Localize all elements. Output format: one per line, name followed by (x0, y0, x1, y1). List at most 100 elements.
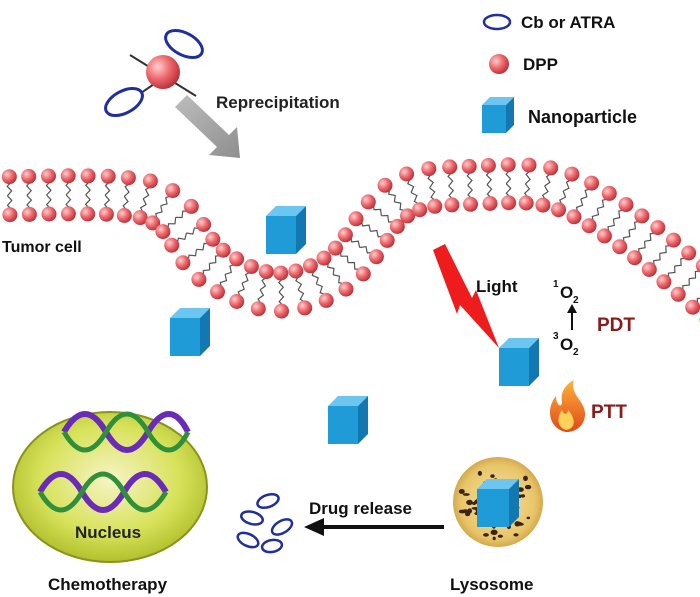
lipid-head (596, 228, 612, 244)
lysosome-speck (520, 494, 526, 498)
ptt-label: PTT (591, 402, 627, 423)
lipid-head (145, 215, 161, 231)
lipid-head (656, 274, 672, 290)
lysosome-speck (466, 499, 473, 506)
lipid-head (196, 217, 212, 232)
lipid-head (348, 211, 364, 227)
dpp-drug-conjugate-icon (104, 28, 204, 118)
lipid-head (338, 281, 354, 297)
lipid-head (116, 208, 132, 223)
lipid-head (41, 206, 57, 222)
nucleus-label: Nucleus (75, 523, 141, 542)
lipid-head (444, 197, 460, 213)
dpp-icon (489, 54, 509, 74)
lysosome-speck (492, 536, 496, 541)
singlet-oxygen-superscript: 1 (553, 279, 559, 290)
lipid-head (463, 196, 478, 212)
lipid-head (297, 300, 313, 316)
lipid-head (480, 158, 496, 173)
lipid-head (80, 206, 96, 222)
lipid-head (250, 301, 266, 317)
drug-icon (482, 13, 512, 31)
lysosome (453, 457, 543, 547)
lipid-head (685, 299, 700, 315)
lysosome-speck (526, 516, 531, 520)
lysosome-speck (462, 493, 470, 496)
lipid-head (274, 303, 289, 319)
lipid-head (21, 206, 37, 222)
lipid-head (191, 271, 207, 287)
lipid-head (155, 224, 171, 240)
lipid-head (60, 168, 76, 184)
legend-nanoparticle-label: Nanoparticle (528, 107, 637, 127)
lysosome-speck (458, 489, 465, 494)
nanoparticle-cube (170, 308, 210, 356)
lipid-head (243, 259, 259, 274)
lipid-head (183, 198, 199, 214)
lipid-head (229, 294, 245, 309)
triplet-oxygen-subscript: 2 (573, 347, 579, 358)
pdt-label: PDT (597, 315, 635, 336)
lysosome-speck (483, 533, 489, 537)
dna-icon (37, 411, 191, 513)
lipid-head (543, 160, 559, 176)
lipid-head (1, 169, 17, 185)
nanoparticle-cube (499, 338, 539, 386)
reprecipitation-arrow (175, 95, 240, 158)
lipid-head (634, 208, 650, 224)
released-drugs (236, 492, 294, 554)
lipid-head (618, 197, 634, 213)
lipid-head (377, 177, 393, 193)
triplet-oxygen-superscript: 3 (553, 331, 559, 342)
lipid-head (355, 266, 371, 282)
lipid-head (521, 157, 537, 173)
light-label: Light (476, 277, 518, 296)
lipid-head (564, 166, 580, 182)
lipid-head (666, 232, 681, 248)
flame-icon (550, 380, 586, 432)
lipid-head (120, 170, 136, 186)
nanoparticle-icon (482, 97, 514, 133)
lipid-head (318, 292, 334, 308)
lysosome-speck (490, 474, 495, 478)
lipid-head (500, 157, 516, 173)
lipid-head (175, 255, 191, 271)
lipid-head (316, 250, 332, 266)
nanoparticles (170, 206, 539, 444)
lipid-head (337, 227, 353, 243)
lipid-head (258, 264, 274, 280)
oxygen-conversion: 1 O 2 3 O 2 (553, 279, 579, 358)
drug-icon (270, 518, 294, 536)
lipid-head (650, 220, 666, 236)
lipid-head (164, 237, 180, 253)
lipid-head (215, 242, 231, 258)
lipid-head (60, 206, 76, 222)
lipid-head (627, 250, 643, 266)
tumor-cell-label: Tumor cell (2, 239, 82, 256)
drug-icon (260, 538, 284, 554)
lysosome-speck (523, 475, 528, 481)
lipid-head (210, 284, 225, 300)
nanoparticle-cube (266, 206, 306, 254)
lipid-head (80, 168, 96, 184)
lipid-head (612, 239, 628, 255)
lipid-head (518, 195, 534, 211)
reprecipitation-label: Reprecipitation (216, 93, 340, 112)
lipid-head (601, 185, 617, 201)
singlet-oxygen-symbol: O (560, 283, 573, 302)
lysosome-speck (490, 529, 498, 535)
lipid-head (412, 202, 428, 218)
nucleus: Nucleus (12, 411, 208, 563)
lipid-head (142, 173, 158, 189)
lysosome-speck (497, 534, 503, 538)
lipid-head (482, 196, 498, 211)
lipid-head (501, 195, 517, 211)
lipid-head (641, 262, 657, 277)
lipid-head (360, 194, 376, 210)
lipid-head (421, 161, 437, 177)
lipid-head (302, 258, 318, 274)
lipid-head (273, 265, 289, 281)
lipid-head (535, 197, 551, 213)
lipid-head (400, 208, 415, 224)
